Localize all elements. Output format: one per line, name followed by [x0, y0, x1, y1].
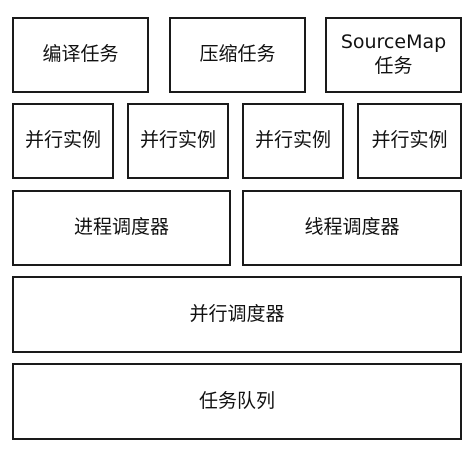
sourcemap-task-label-line2: 任务	[374, 55, 413, 77]
parallel-instance-box: 并行实例	[127, 103, 229, 179]
parallel-scheduler-label: 并行调度器	[189, 302, 285, 325]
sourcemap-task-box: SourceMap 任务	[325, 17, 462, 93]
task-queue-box: 任务队列	[12, 363, 462, 440]
compile-task-label: 编译任务	[42, 43, 119, 66]
task-queue-label: 任务队列	[198, 389, 275, 412]
thread-scheduler-box: 线程调度器	[242, 190, 462, 266]
compress-task-label: 压缩任务	[199, 43, 276, 66]
parallel-instance-box: 并行实例	[357, 103, 462, 179]
parallel-instance-box: 并行实例	[242, 103, 344, 179]
parallel-instance-label: 并行实例	[254, 129, 331, 152]
process-scheduler-box: 进程调度器	[12, 190, 231, 266]
parallel-instance-label: 并行实例	[24, 129, 101, 152]
process-scheduler-label: 进程调度器	[73, 216, 169, 239]
parallel-scheduler-box: 并行调度器	[12, 276, 462, 353]
parallel-instance-label: 并行实例	[139, 129, 216, 152]
parallel-instance-label: 并行实例	[371, 129, 448, 152]
compress-task-box: 压缩任务	[169, 17, 306, 93]
thread-scheduler-label: 线程调度器	[304, 216, 400, 239]
compile-task-box: 编译任务	[12, 17, 149, 93]
sourcemap-task-label-line1: SourceMap	[340, 31, 447, 54]
parallel-instance-box: 并行实例	[12, 103, 114, 179]
